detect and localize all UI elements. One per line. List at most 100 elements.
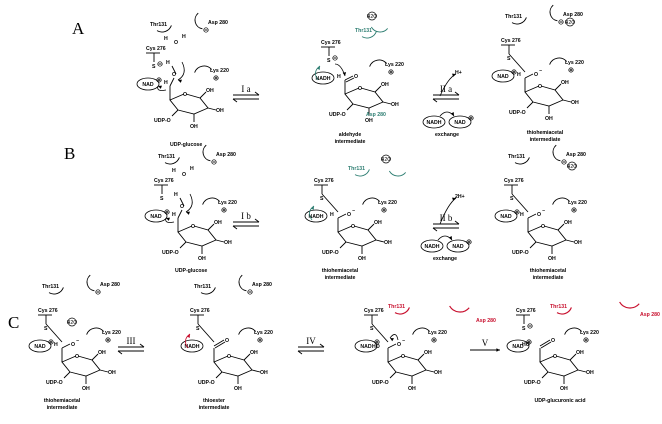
oh-bond: [554, 83, 562, 91]
oxygen-atom: O: [172, 72, 176, 78]
c-o-double-bond: [539, 339, 551, 347]
hydroxyl-label: OH: [424, 350, 432, 356]
aldehyde-caption: intermediate: [335, 139, 366, 145]
residue-arc: [238, 327, 257, 335]
oh-bond: [207, 223, 215, 231]
lys-220-label: Lys 220: [428, 330, 447, 336]
residue-arc: [86, 327, 105, 335]
residue-arc: [200, 287, 216, 295]
nad-cofactor-ellipse: [506, 339, 530, 353]
hydroxyl-label: OH: [384, 240, 392, 246]
nadh-cofactor-ellipse: [304, 209, 328, 223]
hydroxyl-label: OH: [214, 220, 222, 226]
udp-glucose-caption: UDP-glucose: [175, 268, 207, 274]
c-o-double-bond: [213, 339, 225, 347]
oh-bond: [243, 353, 251, 361]
hydroxyl-label: OH: [358, 256, 366, 262]
sulfur-atom: S: [522, 326, 526, 332]
lys-220-label: Lys 220: [102, 330, 121, 336]
hydroxyl-label: OH: [260, 370, 268, 376]
negative-sign: −: [539, 68, 542, 74]
step-iv-barb: [319, 343, 325, 348]
exchange-nadh-ellipse: [422, 115, 446, 129]
h-atom: H: [190, 166, 194, 172]
electron-push-arrow-icon: [185, 193, 193, 213]
panel-label-a: A: [72, 19, 85, 38]
arrow-head-icon: [496, 348, 500, 352]
arrow-head-icon: [452, 197, 456, 201]
step-ib-barb: [232, 225, 238, 230]
c-o-bond: [524, 73, 534, 79]
nad-cofactor-ellipse: [491, 69, 515, 83]
arrow-head-icon: [310, 206, 314, 210]
thiohemiacetal-caption: thiohemiacetal: [44, 398, 81, 404]
ring-bond: [337, 225, 353, 243]
udp-o-label: UDP-O: [509, 110, 526, 116]
residue-arc: [362, 197, 381, 205]
water-molecule-icon: [67, 317, 77, 327]
udp-o-label: UDP-O: [198, 380, 215, 386]
electron-push-arrow-icon: [157, 85, 167, 91]
negative-charge-icon: [211, 159, 217, 165]
hydroxyl-label: OH: [571, 100, 579, 106]
udp-bond: [63, 371, 71, 379]
cys-276-label: Cys 276: [501, 38, 521, 44]
udp-glucuronic-caption: UDP-glucuronic acid: [534, 398, 585, 404]
h-atom: H: [517, 72, 521, 78]
oh-bond: [382, 101, 392, 105]
positive-charge-icon: [511, 69, 517, 75]
cys-276-label: Cys 276: [321, 40, 341, 46]
ring-oxygen: O: [227, 354, 231, 360]
h-atom: H: [520, 212, 524, 218]
ring-bond: [539, 355, 555, 373]
residue-arc: [369, 59, 388, 67]
water-molecule-icon: [567, 161, 577, 171]
c-o-bond: [337, 213, 347, 219]
arrow-head-icon: [452, 73, 456, 77]
oxide-atom: O: [347, 212, 351, 218]
ring-bond: [527, 225, 543, 243]
sulfur-atom: S: [44, 326, 48, 332]
negative-charge-icon: [527, 323, 533, 329]
o-h-bond: [171, 65, 177, 75]
cys-276-label: Cys 276: [364, 308, 384, 314]
exchange-caption: exchange: [435, 132, 459, 138]
nad-cofactor: NAD: [512, 344, 523, 350]
electron-push-arrow-icon: [165, 217, 175, 223]
lys-220-label: Lys 220: [218, 200, 237, 206]
positive-charge-icon: [526, 339, 532, 345]
ring-bond: [344, 87, 360, 105]
oxygen-atom: O: [180, 204, 184, 210]
c-o-bond: [387, 343, 397, 349]
udp-bond: [171, 109, 179, 117]
udp-bond: [215, 371, 223, 379]
ring-bond: [387, 355, 403, 373]
nadh-cofactor-ellipse: [311, 71, 335, 85]
cys-276-label: Cys 276: [146, 46, 166, 52]
udp-bond: [529, 241, 537, 249]
step-ib-barb: [254, 218, 260, 223]
residue-arc: [354, 169, 370, 177]
sulfur-atom: S: [327, 58, 331, 64]
positive-charge-icon: [466, 239, 472, 245]
positive-charge-icon: [48, 339, 54, 345]
residue-arc: [202, 197, 221, 205]
residue-arc: [556, 307, 572, 315]
positive-charge-icon: [221, 207, 227, 213]
h-atom: H: [164, 36, 168, 42]
udp-bond: [526, 101, 534, 109]
h-atom: H: [337, 74, 341, 80]
residue-arc: [412, 327, 431, 335]
arrow-head-icon: [186, 211, 190, 215]
c-s-bond: [508, 53, 526, 73]
hydroxyl-label: OH: [548, 256, 556, 262]
nad-cofactor-ellipse: [144, 209, 168, 223]
sulfur-atom: S: [196, 326, 200, 332]
electron-push-arrow-icon: [177, 61, 185, 81]
thiohemiacetal-caption: intermediate: [530, 137, 561, 143]
arrow-head-icon: [316, 66, 320, 70]
step-ia-barb: [254, 91, 260, 96]
